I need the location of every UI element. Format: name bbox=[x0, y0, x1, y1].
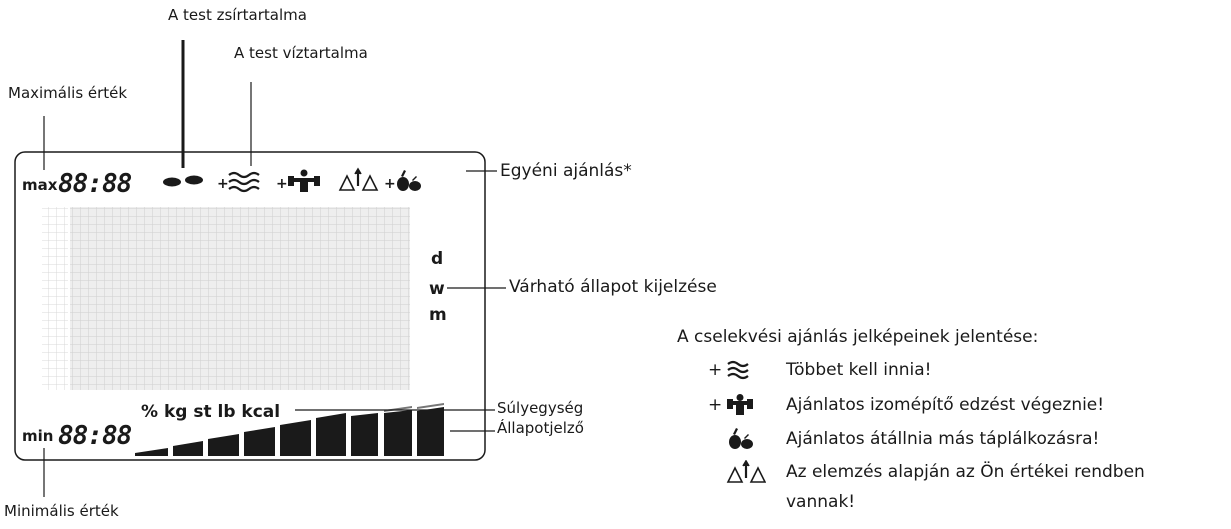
plus-food: + bbox=[384, 176, 396, 192]
muscle-icon bbox=[726, 394, 786, 416]
max-digits: 88:88 bbox=[58, 169, 132, 199]
graph-side-scale bbox=[42, 207, 68, 390]
status-bar bbox=[316, 413, 346, 456]
legend-text: Ajánlatos izomépítő edzést végeznie! bbox=[786, 395, 1105, 415]
max-prefix: max bbox=[22, 176, 58, 194]
status-bar bbox=[384, 410, 412, 456]
legend-text: Az elemzés alapján az Ön értékei rendben bbox=[786, 462, 1145, 482]
label-status-indicator: Állapotjelző bbox=[497, 419, 584, 437]
min-prefix: min bbox=[22, 427, 53, 445]
status-bar bbox=[417, 407, 444, 456]
status-bar-top bbox=[417, 403, 444, 409]
label-weight-unit: Súlyegység bbox=[497, 399, 584, 417]
period-month: m bbox=[429, 305, 447, 325]
status-bar bbox=[280, 420, 311, 456]
legend-item: + Többet kell innia! bbox=[708, 355, 931, 385]
apple-pear-icon bbox=[726, 428, 786, 450]
unit-labels: % kg st lb kcal bbox=[141, 402, 280, 422]
legend-item: Az elemzés alapján az Ön értékei rendben bbox=[708, 457, 1145, 487]
status-bar-top bbox=[384, 406, 412, 412]
status-bar bbox=[173, 441, 203, 456]
label-fat-content: A test zsírtartalma bbox=[168, 6, 307, 24]
plus-water: + bbox=[217, 176, 229, 192]
status-bar bbox=[135, 448, 168, 456]
period-day: d bbox=[431, 249, 443, 269]
legend-text: Többet kell innia! bbox=[786, 360, 932, 380]
lcd-frame bbox=[14, 151, 486, 461]
balance-icon bbox=[338, 167, 379, 191]
status-bar bbox=[208, 434, 239, 456]
legend-item: Ajánlatos átállnia más táplálkozásra! bbox=[708, 424, 1099, 454]
plus-muscle: + bbox=[276, 176, 288, 192]
graph-grid bbox=[70, 207, 410, 390]
legend-continuation: vannak! bbox=[786, 492, 856, 512]
muscle-icon bbox=[288, 169, 320, 192]
label-water-content: A test víztartalma bbox=[234, 44, 368, 62]
label-forecast: Várható állapot kijelzése bbox=[509, 277, 717, 297]
fat-icon bbox=[163, 175, 203, 187]
label-min-value: Minimális érték bbox=[4, 502, 119, 520]
min-digits: 88:88 bbox=[58, 421, 132, 451]
legend-plus: + bbox=[708, 360, 723, 380]
water-waves-icon bbox=[228, 171, 260, 193]
status-bar bbox=[244, 427, 275, 456]
legend-title: A cselekvési ajánlás jelképeinek jelenté… bbox=[677, 327, 1039, 347]
label-recommendation: Egyéni ajánlás* bbox=[500, 161, 632, 181]
legend-text: Ajánlatos átállnia más táplálkozásra! bbox=[786, 429, 1100, 449]
apple-pear-icon bbox=[397, 170, 421, 191]
balance-icon bbox=[726, 460, 786, 484]
period-week: w bbox=[429, 279, 445, 299]
status-bar bbox=[351, 413, 378, 456]
legend-item: + Ajánlatos izomépítő edzést végeznie! bbox=[708, 390, 1104, 420]
label-max-value: Maximális érték bbox=[8, 84, 128, 102]
status-bars bbox=[135, 403, 444, 456]
water-waves-icon bbox=[726, 360, 786, 380]
legend-plus: + bbox=[708, 395, 723, 415]
